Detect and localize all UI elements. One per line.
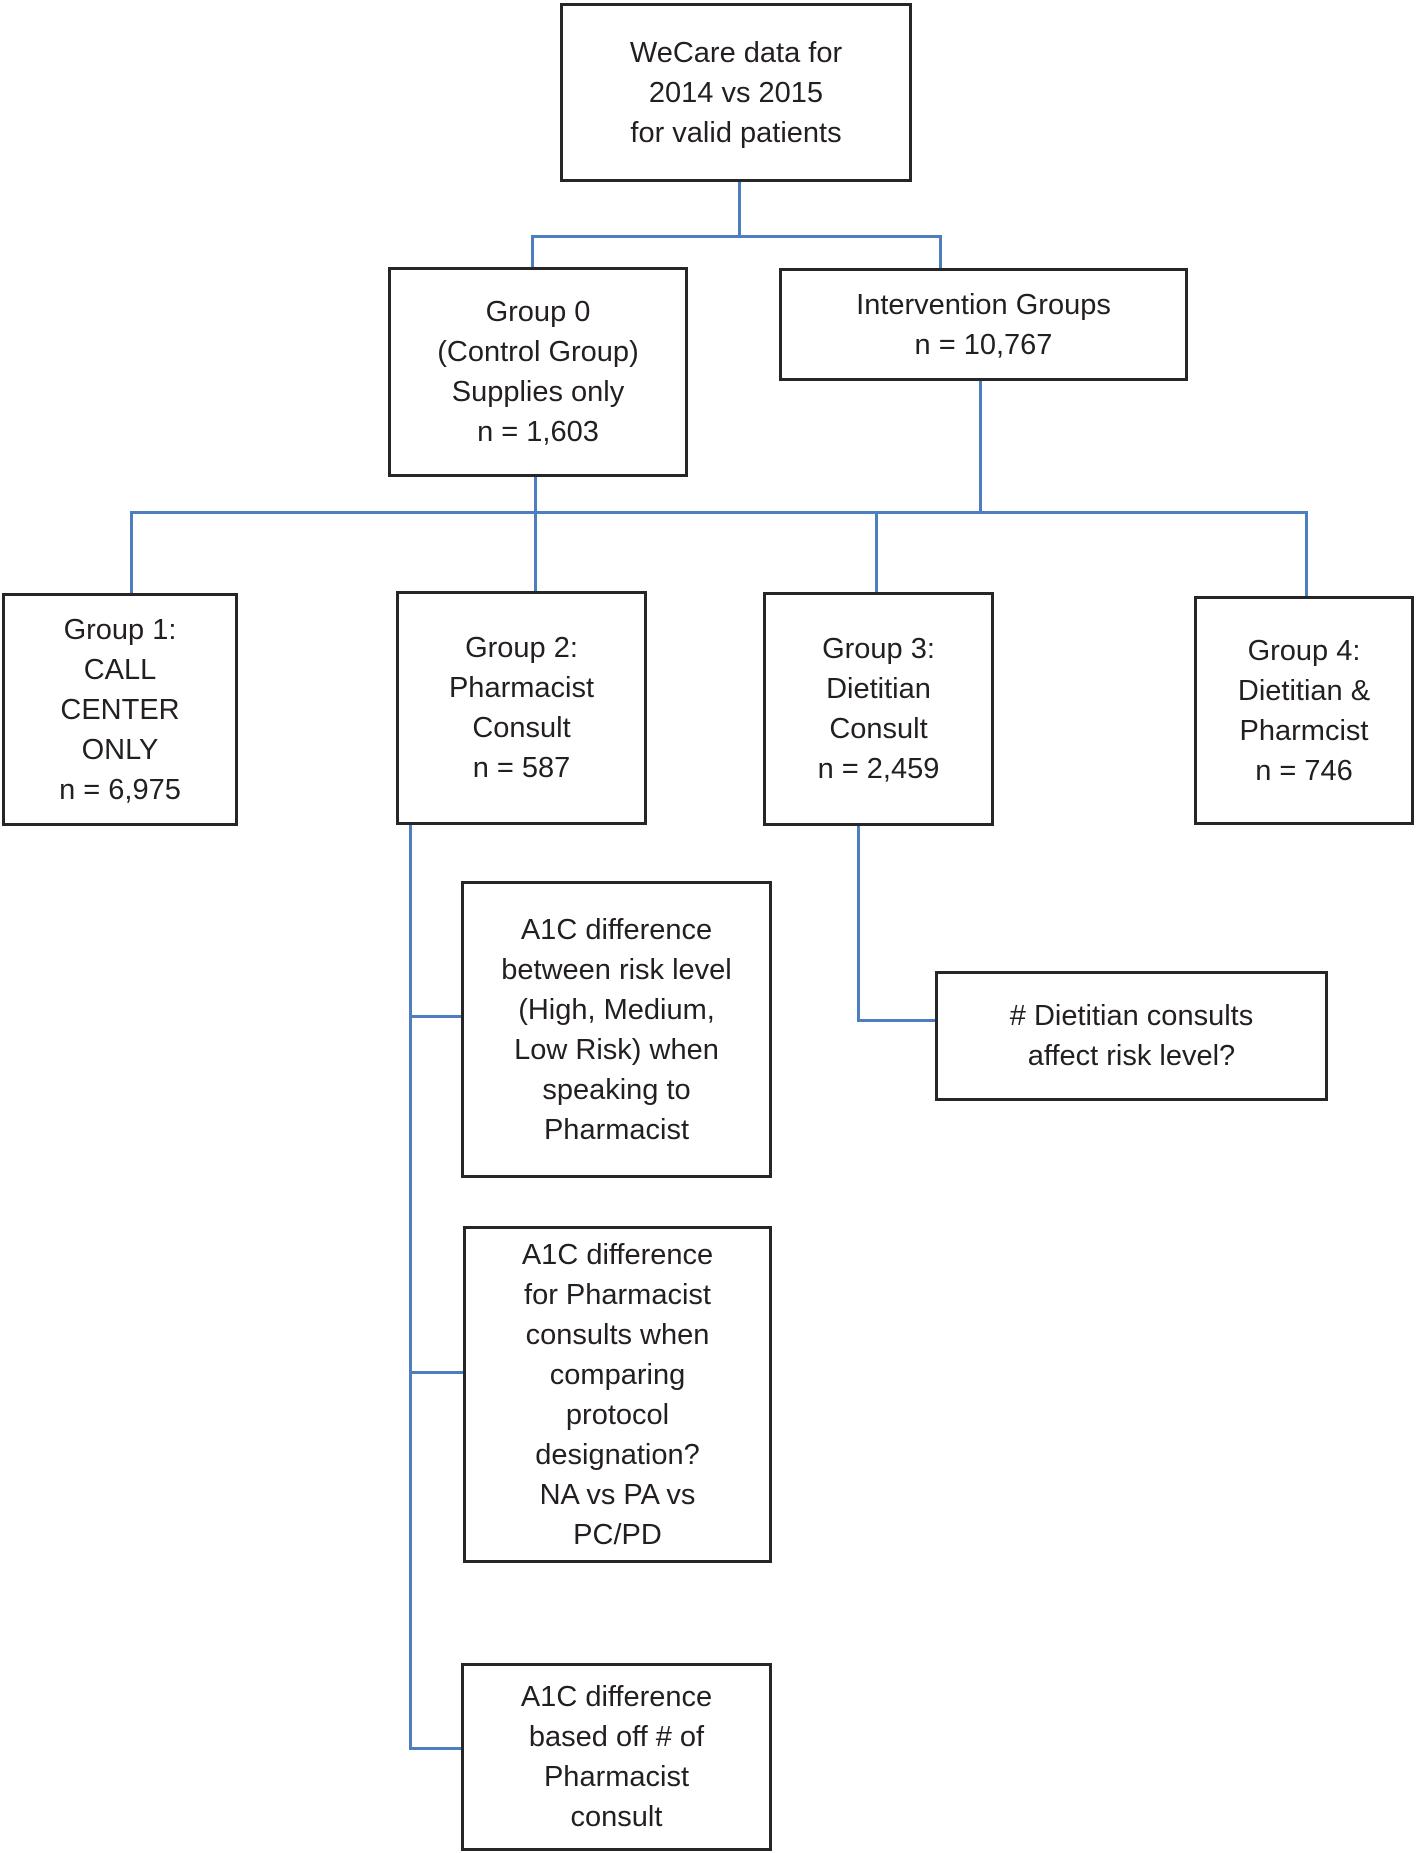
box-text-line: n = 746 xyxy=(1255,754,1353,787)
box-text-line: (Control Group) xyxy=(437,336,639,368)
flowchart-box-group3-dietitian: Group 3: Dietitian Consult n = 2,459 xyxy=(763,592,994,826)
box-text-line: Group 3: xyxy=(822,633,935,665)
box-text-line: designation? xyxy=(535,1438,700,1471)
flowchart-box-wecare-data: WeCare data for 2014 vs 2015 for valid p… xyxy=(560,3,912,182)
box-text-line: Pharmacist xyxy=(543,1113,690,1146)
connector-group2-down xyxy=(409,823,412,1750)
box-text-line: Group 1: xyxy=(63,613,177,646)
flowchart-box-group2-pharmacist: Group 2: Pharmacist Consult n = 587 xyxy=(396,591,647,825)
box-text-line: Dietitian & xyxy=(1237,674,1371,707)
box-text-line: for Pharmacist xyxy=(524,1278,711,1311)
box-text-line: Low Risk) when xyxy=(514,1033,719,1066)
box-text-line: Intervention Groups xyxy=(856,288,1111,321)
connector-drop-to-group0 xyxy=(531,235,534,270)
box-text-line: n = 10,767 xyxy=(914,328,1053,361)
box-text-line: A1C difference xyxy=(521,1238,714,1271)
box-text-line: Group 2: xyxy=(465,632,578,664)
box-text-line: n = 587 xyxy=(472,752,571,784)
box-text-line: Group 4: xyxy=(1247,634,1361,667)
flowchart-box-group4-dietitian-pharmacist: Group 4: Dietitian & Pharmcist n = 746 xyxy=(1194,596,1414,825)
box-text-line: A1C difference xyxy=(520,1681,713,1713)
flowchart-box-question-consult-count: A1C difference based off # of Pharmacist… xyxy=(461,1663,772,1851)
connector-stub-to-q-protocol xyxy=(409,1371,466,1374)
box-text-line: consults when xyxy=(525,1318,710,1351)
connector-drop-to-group3 xyxy=(875,511,878,595)
box-text-line: protocol xyxy=(565,1398,670,1431)
box-text-line: based off # of xyxy=(528,1721,705,1753)
box-text-line: Group 0 xyxy=(485,296,591,328)
box-text-line: n = 2,459 xyxy=(817,753,940,785)
box-text-line: consult xyxy=(570,1801,663,1833)
box-text-line: Supplies only xyxy=(451,376,625,408)
box-text-line: CENTER xyxy=(60,693,180,726)
box-text-line: n = 1,603 xyxy=(477,416,599,448)
box-text-line: Dietitian xyxy=(826,673,931,705)
box-text-line: Consult xyxy=(472,712,571,744)
box-text-line: A1C difference xyxy=(520,913,713,946)
box-text-line: (High, Medium, xyxy=(518,993,715,1026)
connector-drop-to-group4 xyxy=(1305,511,1308,599)
box-text-line: n = 6,975 xyxy=(59,773,181,806)
connector-drop-to-group1 xyxy=(130,511,133,596)
flowchart-box-question-dietitian-consults: # Dietitian consults affect risk level? xyxy=(935,971,1328,1101)
box-text-line: speaking to xyxy=(542,1073,691,1106)
box-text-line: CALL xyxy=(83,653,157,686)
box-text-line: Pharmacist xyxy=(448,672,595,704)
connector-stub-to-q-dietitian xyxy=(857,1019,938,1022)
flowchart-box-group0-control: Group 0 (Control Group) Supplies only n … xyxy=(388,267,688,477)
connector-stub-to-q-count xyxy=(409,1747,464,1750)
box-text-line: Consult xyxy=(829,713,928,745)
box-text-line: WeCare data for xyxy=(629,36,843,69)
box-text-line: 2014 vs 2015 xyxy=(648,76,824,109)
box-text-line: ONLY xyxy=(81,733,159,766)
box-text-line: Pharmacist xyxy=(543,1761,690,1793)
connector-level2-horizontal xyxy=(130,511,1308,514)
connector-drop-to-intervention xyxy=(939,235,942,271)
connector-root-down xyxy=(738,181,741,238)
box-text-line: between risk level xyxy=(501,953,732,986)
box-text-line: Pharmcist xyxy=(1239,714,1369,747)
box-text-line: NA vs PA vs xyxy=(539,1478,696,1511)
connector-group0-to-group2 xyxy=(534,475,537,593)
connector-level1-horizontal xyxy=(531,235,942,238)
connector-intervention-down xyxy=(979,379,982,514)
box-text-line: comparing xyxy=(549,1358,686,1391)
connector-stub-to-q-risk xyxy=(409,1015,464,1018)
connector-group3-down xyxy=(857,824,860,1022)
flowchart-box-question-protocol-designation: A1C difference for Pharmacist consults w… xyxy=(463,1226,772,1563)
flowchart-box-question-risk-level: A1C difference between risk level (High,… xyxy=(461,881,772,1178)
box-text-line: for valid patients xyxy=(630,116,842,149)
flowchart-box-intervention-groups: Intervention Groups n = 10,767 xyxy=(779,268,1188,381)
flowchart-box-group1-call-center: Group 1: CALL CENTER ONLY n = 6,975 xyxy=(2,593,238,826)
box-text-line: # Dietitian consults xyxy=(1009,1000,1254,1032)
box-text-line: affect risk level? xyxy=(1027,1040,1236,1072)
box-text-line: PC/PD xyxy=(573,1518,662,1551)
